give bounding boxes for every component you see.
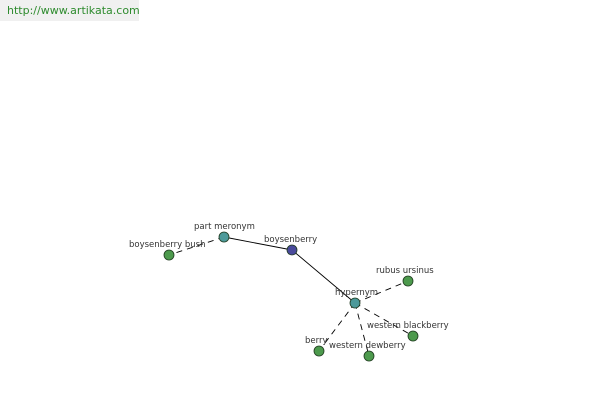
edges-layer (168, 236, 414, 357)
edge-hypernym-western-dewberry (354, 302, 370, 357)
node-berry[interactable] (313, 345, 325, 357)
label-western-dewberry: western dewberry (329, 341, 406, 351)
source-url-link[interactable]: http://www.artikata.com (0, 0, 140, 21)
labels-layer: boysenberry bush part meronym boysenberr… (129, 222, 449, 351)
label-part-meronym: part meronym (194, 222, 255, 232)
edge-part-meronym-boysenberry (223, 236, 293, 251)
label-western-blackberry: western blackberry (367, 321, 449, 331)
edge-boysenberry-hypernym (291, 249, 356, 304)
node-western-dewberry[interactable] (363, 350, 375, 362)
node-western-blackberry[interactable] (407, 330, 419, 342)
node-boysenberry-bush[interactable] (163, 249, 175, 261)
label-rubus-ursinus: rubus ursinus (376, 266, 434, 276)
edge-hypernym-berry (318, 302, 356, 352)
label-boysenberry-bush: boysenberry bush (129, 240, 205, 250)
label-hypernym: hypernym (335, 288, 378, 298)
label-boysenberry-center: boysenberry (264, 235, 317, 245)
edge-hypernym-western-blackberry (354, 302, 414, 337)
nodes-layer (163, 231, 419, 362)
label-berry: berry (305, 336, 328, 346)
node-rubus-ursinus[interactable] (402, 275, 414, 287)
node-part-meronym[interactable] (218, 231, 230, 243)
edge-hypernym-rubus-ursinus (354, 280, 409, 304)
node-boysenberry-center[interactable] (286, 244, 298, 256)
node-hypernym[interactable] (349, 297, 361, 309)
edge-part-meronym-boysenberry-bush (168, 236, 225, 256)
